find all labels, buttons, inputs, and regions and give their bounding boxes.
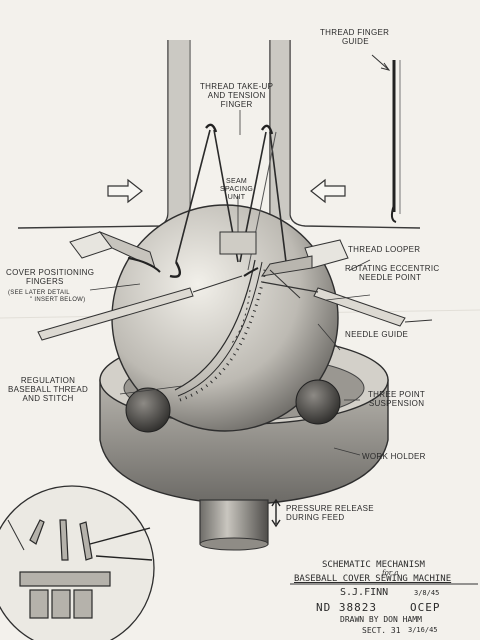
title-line-2: BASEBALL COVER SEWING MACHINE: [294, 574, 452, 584]
spindle-post: [199, 499, 269, 551]
section: SECT. 31: [362, 626, 401, 635]
cover-positioning-finger-left: [69, 230, 161, 273]
label-line: SEAM: [226, 178, 248, 185]
title-line-1: SCHEMATIC MECHANISM: [322, 560, 425, 570]
drawing-number: ND 38823: [316, 601, 377, 614]
label-three-point: THREE POINT SUSPENSION: [368, 390, 425, 408]
label-line: THREAD TAKE-UP: [200, 82, 274, 91]
label-line: SUSPENSION: [368, 399, 425, 408]
label-line: SPACING: [220, 186, 254, 193]
left-column: [17, 40, 191, 230]
label-line: BASEBALL THREAD: [8, 385, 89, 394]
label-thread-looper: THREAD LOOPER: [348, 245, 421, 254]
label-line: ROTATING ECCENTRIC: [345, 264, 440, 273]
label-line: AND TENSION: [207, 91, 266, 100]
label-line: (SEE LATER DETAIL: [8, 290, 70, 296]
label-line: FINGERS: [26, 277, 64, 286]
pressure-release-arrow: [271, 498, 281, 528]
label-line: UNIT: [227, 194, 246, 201]
feed-arrow-right: [310, 178, 346, 204]
inventor-date: 3/8/45: [414, 589, 440, 597]
label-thread-take-up: THREAD TAKE-UP AND TENSION FINGER: [200, 82, 273, 109]
label-cover-positioning: COVER POSITIONING FINGERS: [6, 268, 94, 286]
seam-spacing-unit: [219, 196, 257, 255]
suspension-sphere-left: [125, 387, 171, 433]
label-pressure-release: PRESSURE RELEASE DURING FEED: [286, 504, 374, 522]
title-for-a: for a: [382, 569, 399, 577]
label-thread-finger-guide: THREAD FINGER GUIDE: [320, 28, 389, 46]
label-regulation: REGULATION BASEBALL THREAD AND STITCH: [8, 376, 88, 403]
inventor-name: S.J.FINN: [340, 587, 389, 598]
leader-lines: [89, 110, 371, 456]
label-seam-spacing: SEAM SPACING UNIT: [220, 178, 253, 202]
label-line: REGULATION: [20, 376, 76, 385]
thread-looper: [243, 239, 349, 277]
label-line: THREAD FINGER: [320, 28, 390, 37]
right-column: [269, 40, 421, 229]
needle-rod-left: [37, 275, 243, 341]
label-see-later: (SEE LATER DETAIL " INSERT BELOW): [8, 290, 85, 304]
label-line: PRESSURE RELEASE: [286, 504, 374, 513]
drawing-code: OCEP: [410, 601, 441, 614]
label-line: " INSERT BELOW): [30, 297, 86, 303]
label-needle-guide: NEEDLE GUIDE: [345, 330, 409, 339]
label-line: THREE POINT: [368, 390, 426, 399]
thread-finger-guide-rod: [371, 54, 401, 223]
label-line: AND STITCH: [22, 394, 74, 403]
label-work-holder: WORK HOLDER: [362, 452, 426, 461]
detail-inset: [0, 485, 155, 640]
needle-guide-rod: [261, 269, 433, 327]
label-rotating-eccentric: ROTATING ECCENTRIC NEEDLE POINT: [345, 264, 439, 282]
label-line: COVER POSITIONING: [6, 268, 95, 277]
label-line: GUIDE: [342, 37, 369, 46]
feed-arrow-left: [107, 178, 143, 204]
suspension-sphere-right: [295, 379, 341, 425]
label-line: FINGER: [220, 100, 253, 109]
label-line: NEEDLE POINT: [359, 273, 422, 282]
label-line: DURING FEED: [286, 513, 345, 522]
section-date: 3/16/45: [408, 626, 438, 634]
drawn-by: DRAWN BY DON HAMM: [340, 615, 422, 624]
